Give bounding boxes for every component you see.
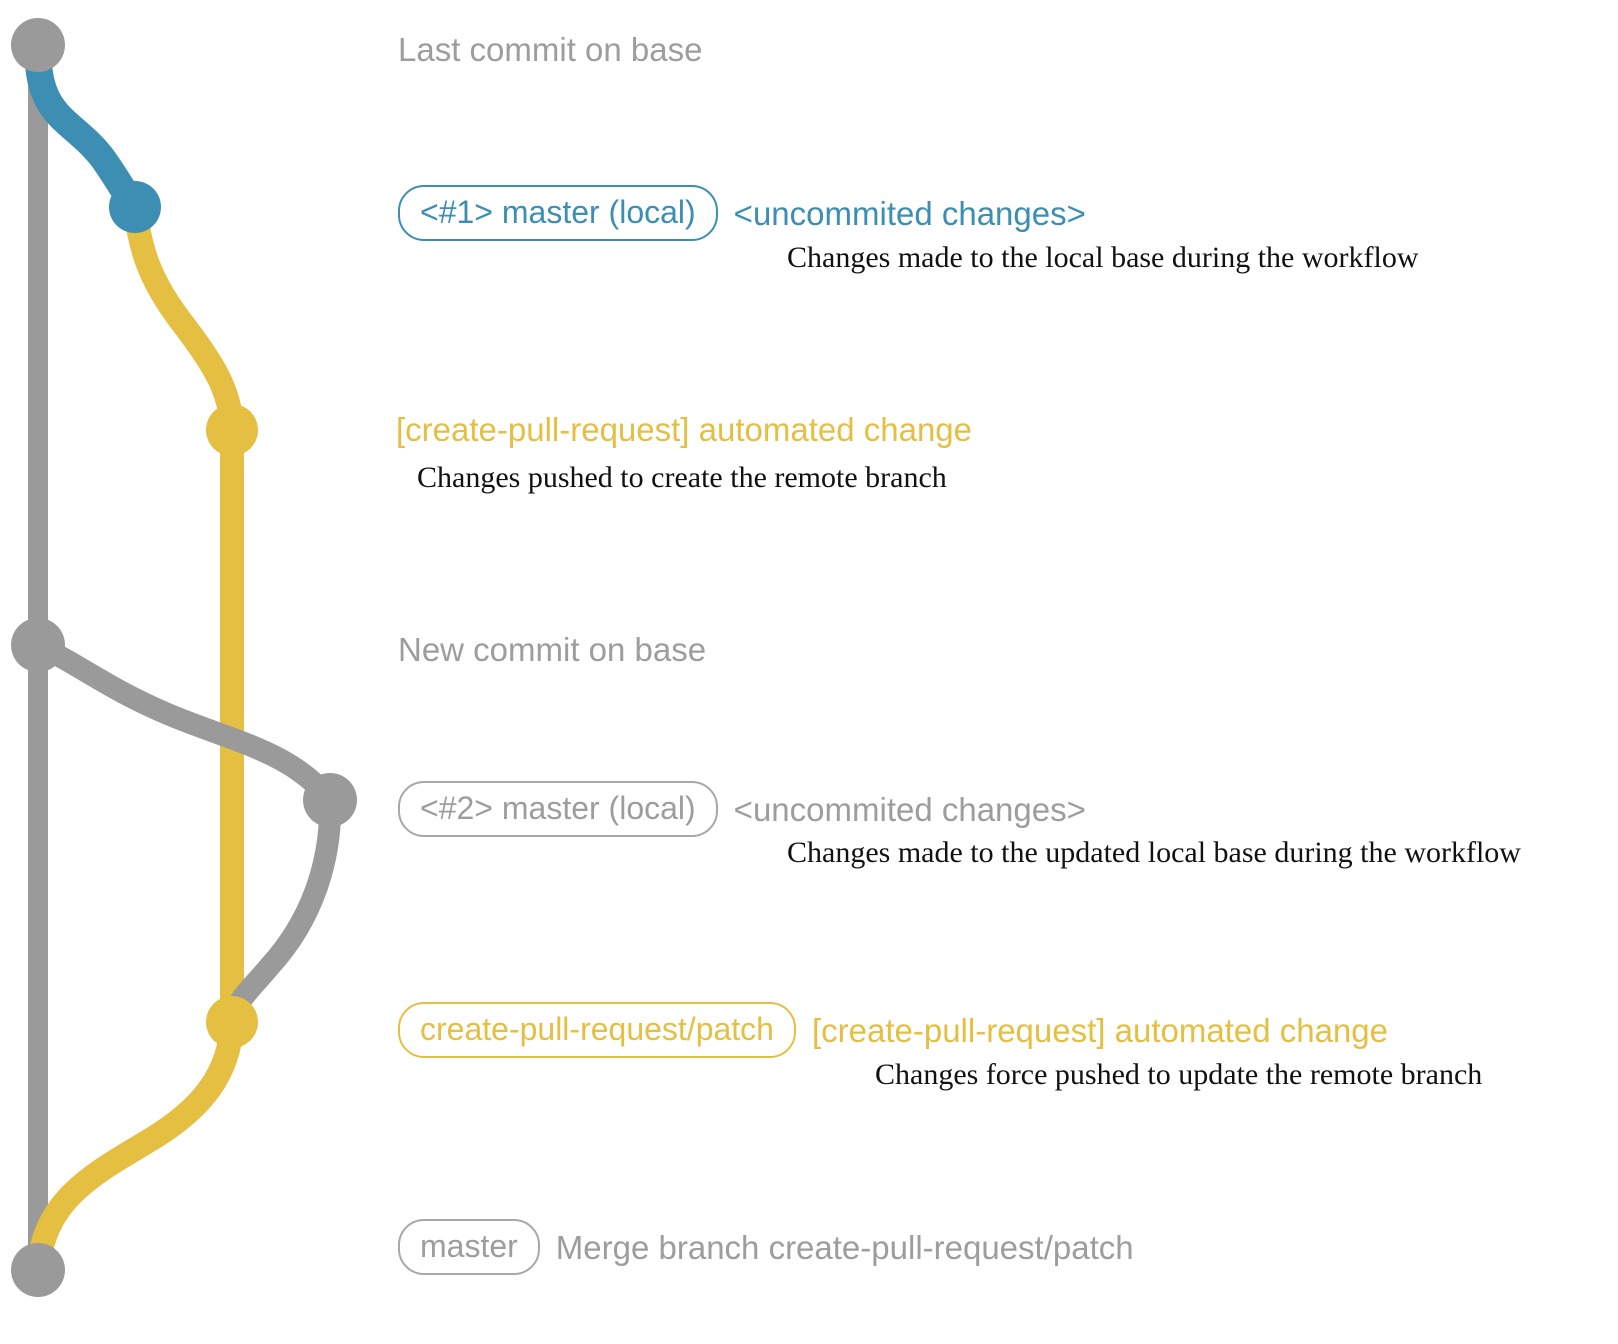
commit-row-master-local-2: <#2> master (local) <uncommited changes> <box>398 781 1086 837</box>
commit-description-master-local-1: Changes made to the local base during th… <box>787 241 1419 274</box>
node-master-local-1 <box>109 181 161 233</box>
commit-headline-new-commit-on-base: New commit on base <box>398 631 707 668</box>
commit-subject-create-pull-request-patch: [create-pull-request] automated change <box>811 1011 1388 1049</box>
commit-subject-master-local-1: <uncommited changes> <box>733 194 1086 232</box>
commit-description-automated-change-1: Changes pushed to create the remote bran… <box>417 461 947 494</box>
branch-badge-master[interactable]: master <box>398 1219 540 1275</box>
node-new-commit-on-base <box>11 618 65 672</box>
commit-row-master-local-1: <#1> master (local) <uncommited changes> <box>398 185 1086 241</box>
edge-yellow-merge <box>26 1010 244 1282</box>
branch-badge-master-local-2[interactable]: <#2> master (local) <box>398 781 718 837</box>
node-create-pull-request-patch <box>206 996 258 1048</box>
commit-headline-last-commit-on-base: Last commit on base <box>398 31 703 68</box>
commit-description-create-pull-request-patch: Changes force pushed to update the remot… <box>875 1058 1483 1091</box>
node-master-merge <box>11 1243 65 1297</box>
node-automated-change-1 <box>206 404 258 456</box>
branch-badge-create-pull-request-patch[interactable]: create-pull-request/patch <box>398 1002 796 1058</box>
edge-yellow-spine <box>123 195 244 1034</box>
commit-subject-master-merge: Merge branch create-pull-request/patch <box>555 1228 1134 1266</box>
branch-badge-master-local-1[interactable]: <#1> master (local) <box>398 185 718 241</box>
commit-headline-automated-change-1: [create-pull-request] automated change <box>396 411 973 448</box>
commit-description-master-local-2: Changes made to the updated local base d… <box>787 836 1521 869</box>
commit-row-master-merge: master Merge branch create-pull-request/… <box>398 1219 1134 1275</box>
commit-row-create-pull-request-patch: create-pull-request/patch [create-pull-r… <box>398 1002 1388 1058</box>
node-last-commit-on-base <box>11 18 65 72</box>
node-master-local-2 <box>303 773 357 827</box>
edge-gray-branch <box>27 634 341 811</box>
commit-subject-master-local-2: <uncommited changes> <box>733 790 1086 828</box>
